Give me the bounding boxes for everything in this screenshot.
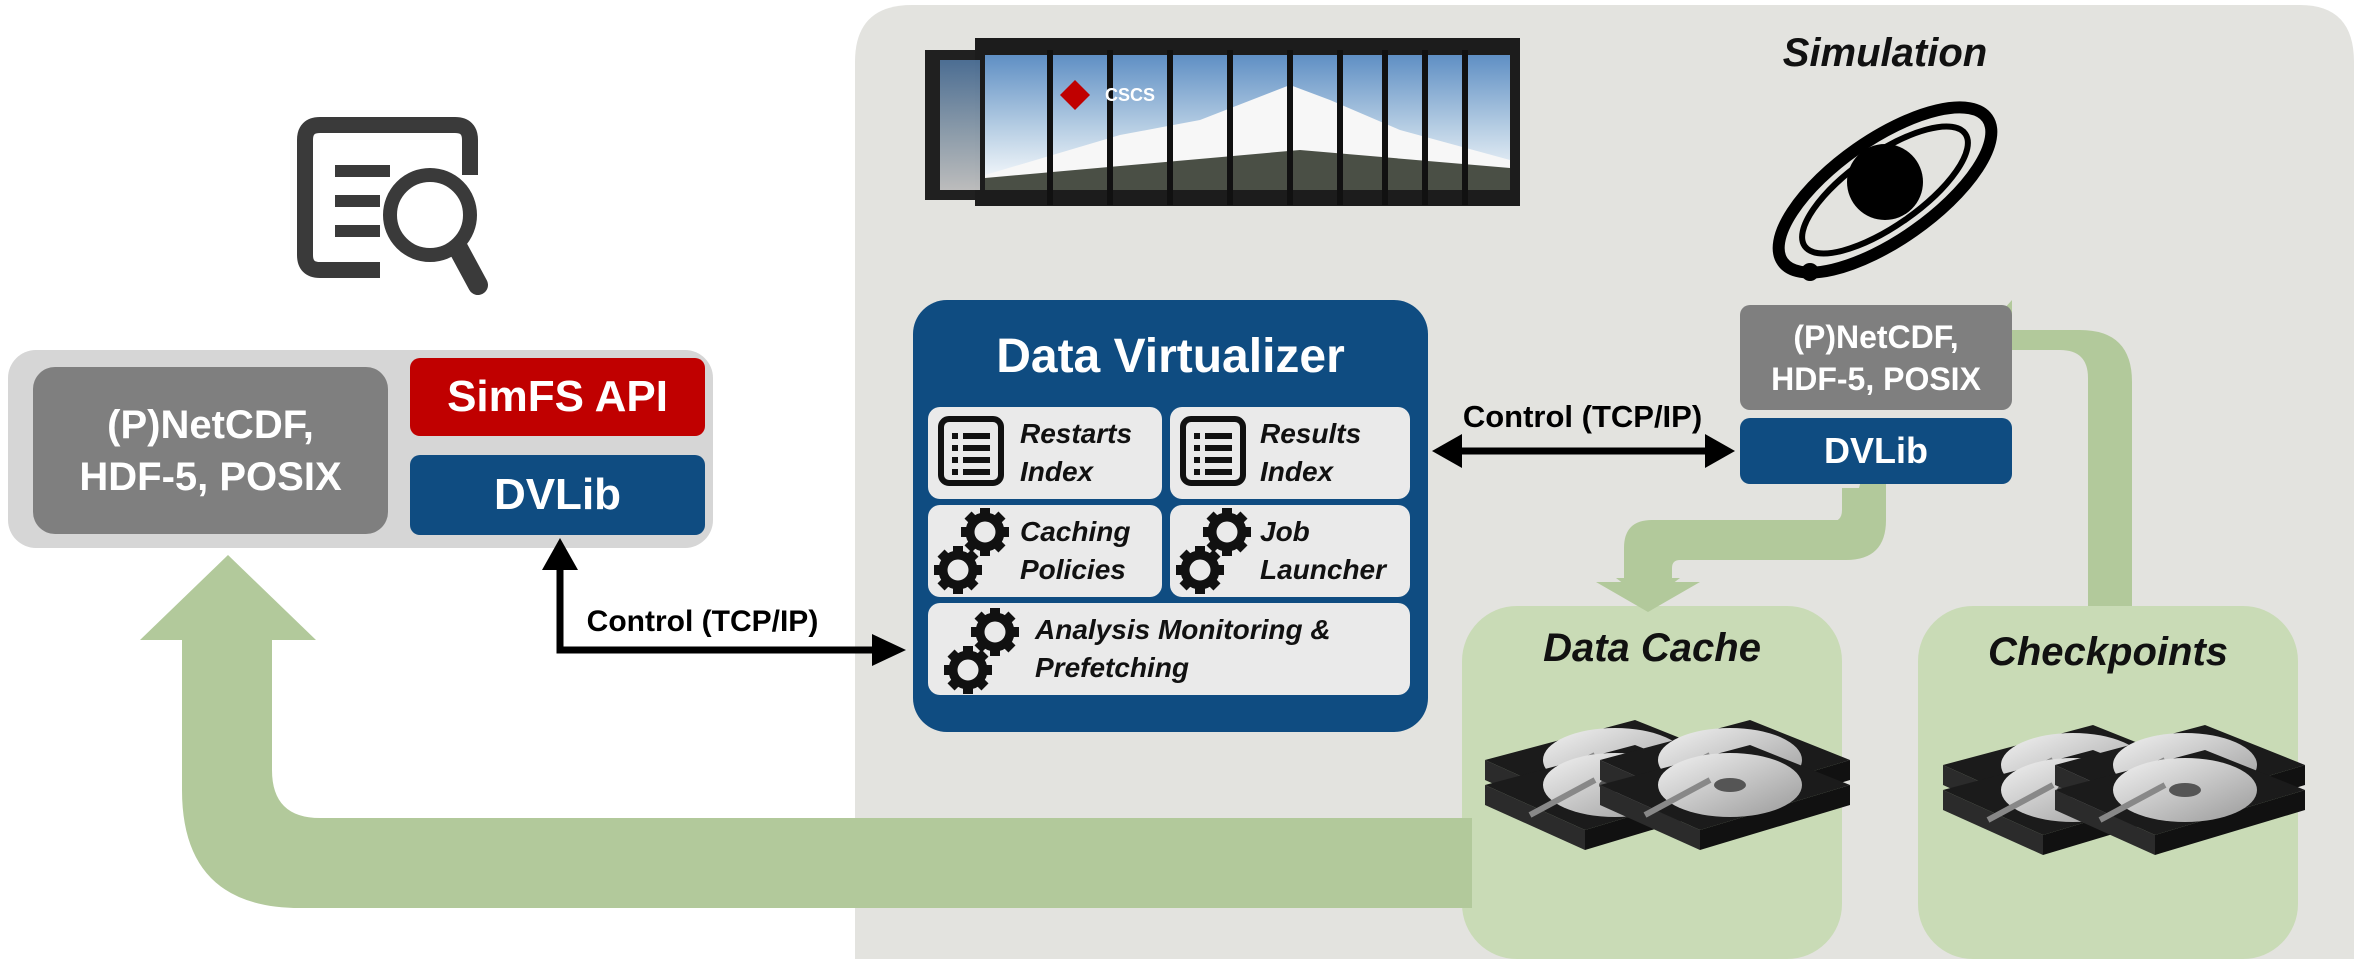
- data-flow-arrow-to-client: [140, 555, 1472, 908]
- restart-arrow-to-simulation: [1976, 300, 2132, 606]
- data-cache-label: Data Cache: [1543, 625, 1761, 670]
- checkpoints-label: Checkpoints: [1987, 629, 2229, 674]
- restarts-index-label: Restarts Index: [1020, 418, 1133, 487]
- client-control-label: Control (TCP/IP): [586, 605, 819, 638]
- client-io-libs-box: [33, 367, 388, 534]
- sim-io-libs-box: [1740, 305, 2012, 410]
- simfs-api-box: [410, 358, 705, 436]
- results-index-label: Results Index: [1260, 418, 1362, 487]
- sim-dvlib-box: [1740, 418, 2012, 484]
- client-io-libs-label: (P)NetCDF, HDF-5, POSIX: [79, 402, 342, 499]
- simfs-api-label: SimFS API: [447, 372, 668, 421]
- client-dvlib-label: DVLib: [493, 470, 622, 519]
- sim-dvlib-label: DVLib: [1824, 430, 1928, 471]
- job-launcher-label: Job Launcher: [1260, 516, 1387, 585]
- simulation-title: Simulation: [1782, 30, 1988, 75]
- data-virtualizer-title: Data Virtualizer: [996, 329, 1345, 383]
- analysis-document-icon: [297, 117, 488, 295]
- supercomputer-image: [925, 38, 1520, 206]
- client-dvlib-box: [410, 455, 705, 535]
- simulation-control-arrow: [1432, 434, 1735, 468]
- caching-policies-label: Caching Policies: [1020, 516, 1131, 585]
- simulation-orbit-icon: [1772, 101, 1998, 281]
- analysis-monitoring-label: Analysis Monitoring & Prefetching: [1035, 614, 1331, 683]
- client-control-arrow: [542, 538, 906, 666]
- sim-io-libs-label: (P)NetCDF, HDF-5, POSIX: [1771, 318, 1981, 397]
- sim-control-label: Control (TCP/IP): [1462, 399, 1703, 434]
- cscs-logo-text: CSCS: [1104, 84, 1155, 105]
